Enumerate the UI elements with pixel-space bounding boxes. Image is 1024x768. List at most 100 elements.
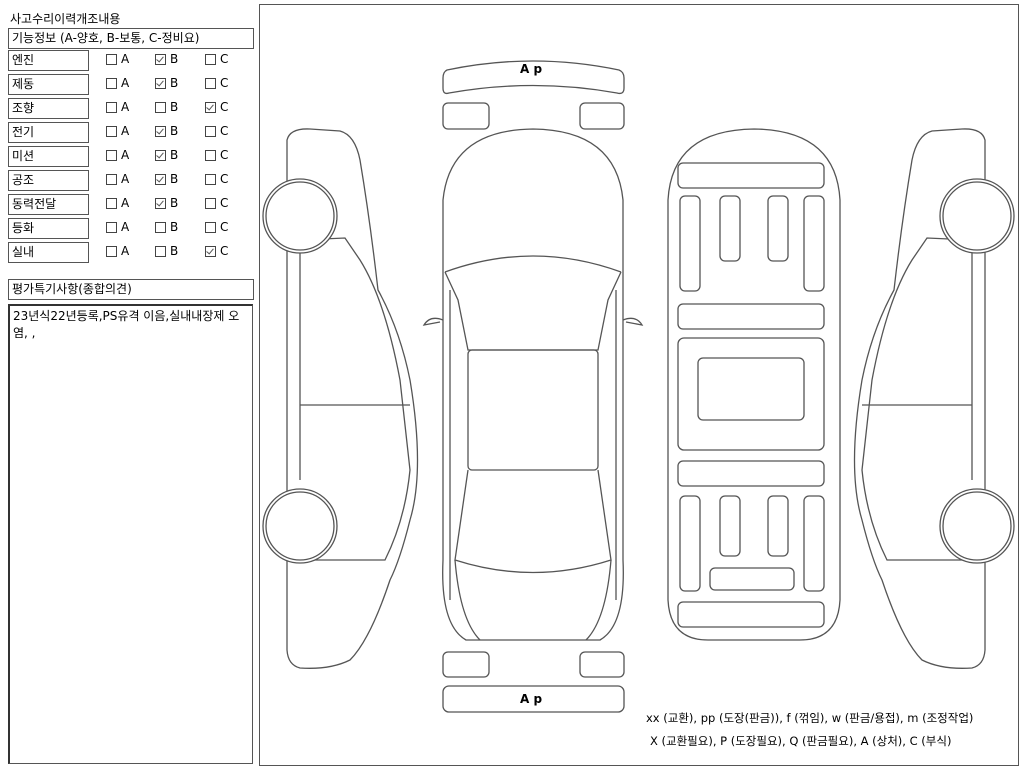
option-a[interactable]: A — [106, 197, 129, 209]
option-a[interactable]: A — [106, 53, 129, 65]
remarks-textarea[interactable]: 23년식22년등록,PS유격 이음,실내내장제 오염, , — [8, 304, 253, 764]
option-label: A — [121, 244, 130, 258]
checkbox[interactable] — [205, 77, 216, 89]
function-row: 실내 A B C — [8, 242, 254, 263]
option-a[interactable]: A — [106, 77, 129, 89]
option-c[interactable]: C — [205, 173, 228, 185]
option-label: B — [170, 148, 179, 162]
option-label: A — [121, 100, 130, 114]
checkbox[interactable] — [155, 197, 166, 209]
option-label: A — [121, 220, 130, 234]
function-row: 조향 A B C — [8, 98, 254, 119]
option-b[interactable]: B — [155, 101, 178, 113]
option-a[interactable]: A — [106, 221, 129, 233]
checkbox[interactable] — [155, 173, 166, 185]
rear-bumper-mark: A p — [520, 692, 543, 706]
function-label: 조향 — [8, 98, 89, 119]
option-b[interactable]: B — [155, 245, 178, 257]
checkbox[interactable] — [155, 77, 166, 89]
checkbox[interactable] — [155, 101, 166, 113]
section-title: 사고수리이력개조내용 — [10, 12, 121, 26]
car-bottom-view[interactable] — [667, 128, 841, 641]
car-diagram-frame — [259, 4, 1019, 766]
car-top-view[interactable] — [422, 128, 644, 641]
function-label: 실내 — [8, 242, 89, 263]
front-right-light[interactable] — [579, 102, 625, 130]
option-c[interactable]: C — [205, 53, 228, 65]
checkbox[interactable] — [205, 173, 216, 185]
checkbox[interactable] — [106, 101, 117, 113]
function-row: 공조 A B C — [8, 170, 254, 191]
option-b[interactable]: B — [155, 197, 178, 209]
option-label: C — [220, 172, 229, 186]
option-b[interactable]: B — [155, 53, 178, 65]
option-label: A — [121, 76, 130, 90]
option-label: C — [220, 76, 229, 90]
checkbox[interactable] — [106, 245, 117, 257]
option-b[interactable]: B — [155, 125, 178, 137]
checkbox[interactable] — [155, 53, 166, 65]
checkbox[interactable] — [205, 101, 216, 113]
option-c[interactable]: C — [205, 197, 228, 209]
rear-right-light[interactable] — [579, 651, 625, 678]
option-a[interactable]: A — [106, 101, 129, 113]
function-label: 제동 — [8, 74, 89, 95]
checkbox[interactable] — [106, 197, 117, 209]
car-left-side[interactable] — [262, 128, 419, 669]
checkbox[interactable] — [205, 125, 216, 137]
function-row: 등화 A B C — [8, 218, 254, 239]
option-label: B — [170, 76, 179, 90]
checkbox[interactable] — [155, 245, 166, 257]
option-c[interactable]: C — [205, 149, 228, 161]
checkbox[interactable] — [106, 125, 117, 137]
option-c[interactable]: C — [205, 77, 228, 89]
checkbox[interactable] — [205, 197, 216, 209]
option-b[interactable]: B — [155, 173, 178, 185]
checkbox[interactable] — [205, 245, 216, 257]
function-row: 전기 A B C — [8, 122, 254, 143]
option-label: B — [170, 220, 179, 234]
checkbox[interactable] — [155, 221, 166, 233]
option-c[interactable]: C — [205, 245, 228, 257]
option-c[interactable]: C — [205, 101, 228, 113]
option-b[interactable]: B — [155, 149, 178, 161]
option-a[interactable]: A — [106, 173, 129, 185]
option-a[interactable]: A — [106, 149, 129, 161]
checkbox[interactable] — [106, 221, 117, 233]
car-right-side[interactable] — [853, 128, 1015, 669]
function-label: 공조 — [8, 170, 89, 191]
front-bumper-mark: A p — [520, 62, 543, 76]
checkbox[interactable] — [106, 77, 117, 89]
checkbox[interactable] — [205, 53, 216, 65]
rear-bumper[interactable] — [442, 685, 625, 713]
checkbox[interactable] — [155, 125, 166, 137]
function-label: 엔진 — [8, 50, 89, 71]
front-bumper[interactable] — [442, 60, 625, 95]
function-label: 등화 — [8, 218, 89, 239]
function-label: 전기 — [8, 122, 89, 143]
checkbox[interactable] — [205, 149, 216, 161]
checkbox[interactable] — [106, 173, 117, 185]
legend-line-1: xx (교환), pp (도장(판금)), f (꺾임), w (판금/용접),… — [646, 711, 974, 725]
option-a[interactable]: A — [106, 125, 129, 137]
option-c[interactable]: C — [205, 221, 228, 233]
function-row: 제동 A B C — [8, 74, 254, 95]
checkbox[interactable] — [106, 53, 117, 65]
option-b[interactable]: B — [155, 221, 178, 233]
front-left-light[interactable] — [442, 102, 490, 130]
option-label: B — [170, 100, 179, 114]
option-label: B — [170, 244, 179, 258]
option-a[interactable]: A — [106, 245, 129, 257]
legend-line-2: X (교환필요), P (도장필요), Q (판금필요), A (상처), C … — [650, 734, 952, 748]
option-label: C — [220, 220, 229, 234]
option-label: A — [121, 148, 130, 162]
option-c[interactable]: C — [205, 125, 228, 137]
checkbox[interactable] — [205, 221, 216, 233]
checkbox[interactable] — [106, 149, 117, 161]
checkbox[interactable] — [155, 149, 166, 161]
option-b[interactable]: B — [155, 77, 178, 89]
rear-left-light[interactable] — [442, 651, 490, 678]
